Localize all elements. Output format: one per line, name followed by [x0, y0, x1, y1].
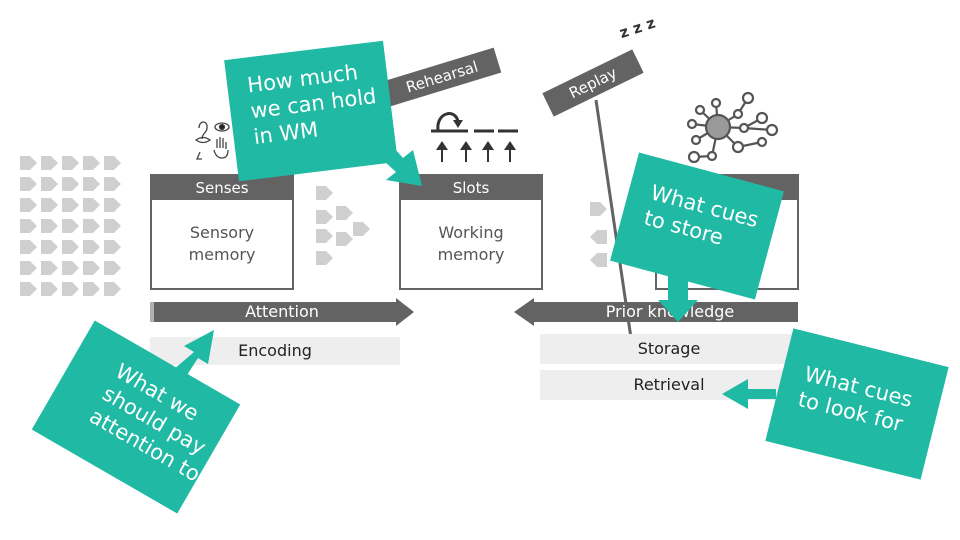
input-arrow [83, 240, 100, 254]
input-arrow [20, 156, 37, 170]
input-arrow [41, 261, 58, 275]
input-arrow [104, 282, 121, 296]
storage-band: Storage [540, 334, 798, 364]
input-arrow [62, 198, 79, 212]
input-arrow [41, 177, 58, 191]
senses-header: Senses [152, 176, 292, 200]
input-arrow [104, 261, 121, 275]
input-arrow [104, 177, 121, 191]
input-arrow [62, 282, 79, 296]
schema-network-icon [686, 91, 779, 164]
input-arrow [62, 219, 79, 233]
input-arrow [20, 219, 37, 233]
input-arrow [104, 240, 121, 254]
input-arrow [104, 219, 121, 233]
prior-knowledge-arrow [514, 298, 798, 326]
input-arrow [41, 282, 58, 296]
input-arrow [83, 282, 100, 296]
input-arrow [41, 219, 58, 233]
encoding-label: Encoding [238, 341, 312, 360]
input-arrow [41, 240, 58, 254]
input-arrow [41, 198, 58, 212]
loop-arrow-icon [436, 112, 463, 131]
sense-icons [194, 121, 230, 160]
nose-icon [196, 151, 202, 160]
up-arrow-icon [436, 141, 516, 162]
input-arrow [62, 156, 79, 170]
input-arrow [62, 240, 79, 254]
slots-header: Slots [401, 176, 541, 200]
lips-icon [194, 136, 212, 144]
input-arrow [20, 261, 37, 275]
input-arrow [62, 177, 79, 191]
input-arrow [20, 282, 37, 296]
transfer-arrows [316, 186, 370, 265]
input-arrow [83, 261, 100, 275]
retrieval-label: Retrieval [633, 375, 705, 394]
sensory-input-arrows [20, 156, 121, 296]
sensory-memory-box: Senses Sensory memory [150, 174, 294, 290]
input-arrow [83, 156, 100, 170]
attention-arrow [152, 298, 414, 326]
input-arrow [62, 261, 79, 275]
input-arrow [41, 156, 58, 170]
callout-how-much-hold: How much we can hold in WM [224, 40, 398, 182]
schema-transfer-arrows [590, 202, 607, 267]
input-arrow [20, 198, 37, 212]
input-arrow [104, 198, 121, 212]
input-arrow [20, 240, 37, 254]
input-arrow [104, 156, 121, 170]
input-arrow [83, 198, 100, 212]
working-memory-box: Slots Working memory [399, 174, 543, 290]
input-arrow [83, 219, 100, 233]
attention-label: Attention [245, 302, 319, 321]
ear-icon [198, 121, 208, 140]
input-arrow [83, 177, 100, 191]
input-arrow [20, 177, 37, 191]
replay-pole [594, 99, 633, 339]
sensory-memory-label: Sensory memory [188, 223, 256, 264]
working-memory-label: Working memory [437, 223, 505, 264]
hand-icon [213, 137, 229, 159]
storage-label: Storage [637, 339, 701, 358]
